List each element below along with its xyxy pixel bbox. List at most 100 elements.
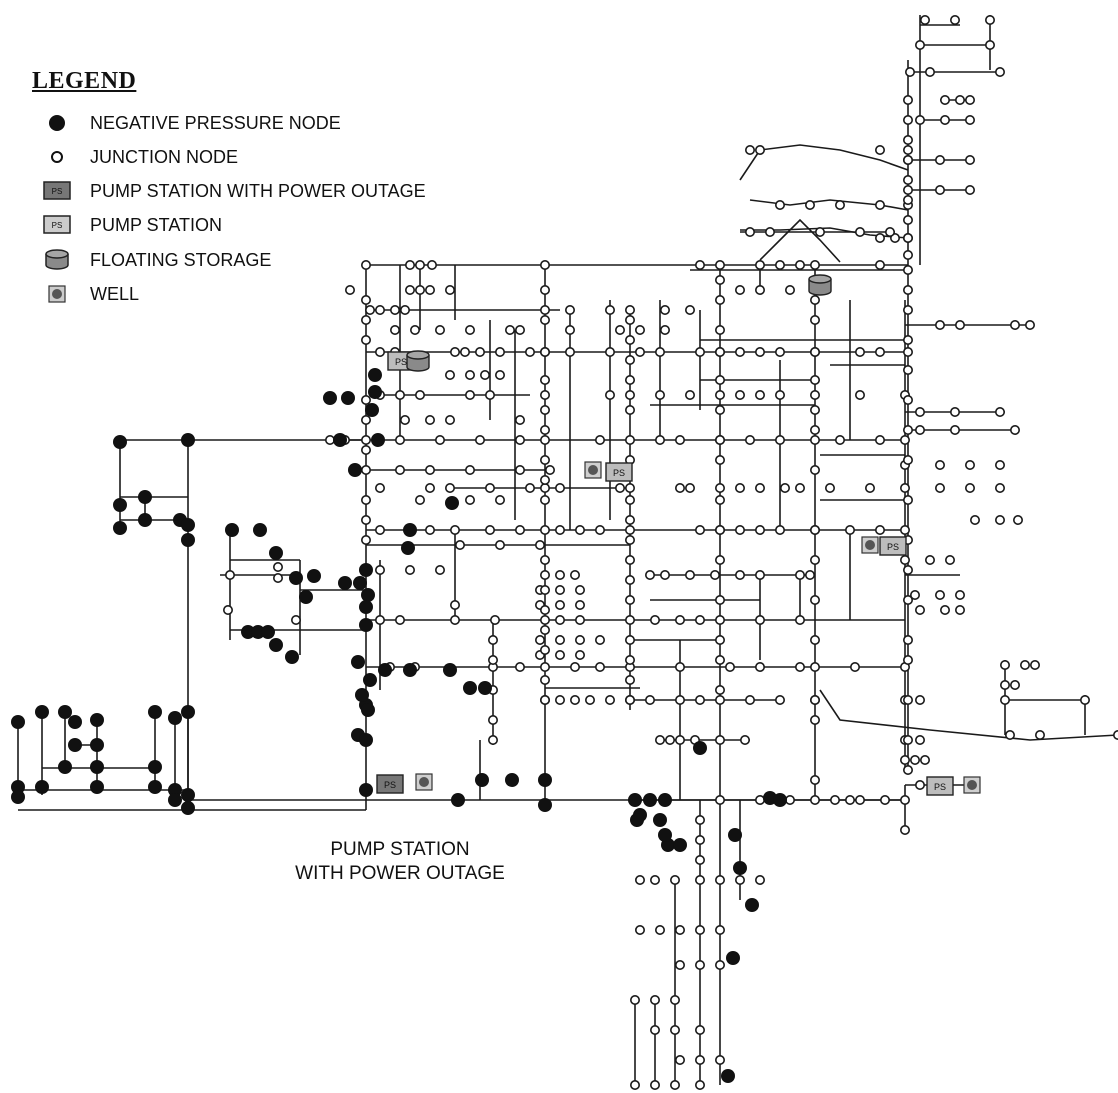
junction-node bbox=[814, 227, 825, 238]
junction-node bbox=[674, 924, 685, 935]
junction-node bbox=[684, 389, 695, 400]
negative-pressure-node bbox=[181, 533, 195, 547]
junction-node bbox=[624, 514, 635, 525]
junction-node bbox=[360, 464, 371, 475]
junction-node bbox=[864, 482, 875, 493]
junction-node bbox=[902, 454, 913, 465]
junction-node bbox=[809, 794, 820, 805]
junction-node bbox=[874, 259, 885, 270]
junction-node bbox=[902, 95, 913, 106]
junction-node bbox=[594, 524, 605, 535]
junction-node bbox=[902, 494, 913, 505]
junction-node bbox=[624, 694, 635, 705]
junction-node bbox=[1019, 659, 1030, 670]
junction-node bbox=[1113, 730, 1118, 740]
junction-node bbox=[964, 155, 975, 166]
negative-pressure-node bbox=[269, 546, 283, 560]
junction-node bbox=[919, 754, 930, 765]
junction-node bbox=[902, 364, 913, 375]
junction-node bbox=[754, 145, 765, 156]
negative-pressure-node bbox=[289, 571, 303, 585]
junction-node bbox=[539, 524, 550, 535]
legend-label: WELL bbox=[90, 283, 140, 304]
junction-node bbox=[624, 314, 635, 325]
junction-node bbox=[649, 994, 660, 1005]
ps-symbol-text: PS bbox=[52, 221, 63, 230]
junction-node bbox=[809, 554, 820, 565]
junction-node bbox=[524, 482, 535, 493]
junction-node bbox=[754, 874, 765, 885]
junction-node bbox=[899, 754, 910, 765]
negative-pressure-node bbox=[261, 625, 275, 639]
pump-station-outage-annotation: PUMP STATION WITH POWER OUTAGE bbox=[270, 838, 530, 886]
pump-station: PS bbox=[605, 462, 633, 482]
junction-node bbox=[854, 227, 865, 238]
junction-node bbox=[629, 1080, 640, 1091]
junction-node bbox=[554, 649, 565, 660]
junction-node bbox=[902, 764, 913, 775]
junction-node bbox=[444, 369, 455, 380]
junction-node bbox=[809, 404, 820, 415]
junction-node bbox=[844, 524, 855, 535]
junction-node bbox=[994, 514, 1005, 525]
junction-node bbox=[364, 304, 375, 315]
junction-node bbox=[834, 434, 845, 445]
junction-node bbox=[434, 434, 445, 445]
junction-node bbox=[944, 554, 955, 565]
junction-node bbox=[399, 414, 410, 425]
annotation-line-2: WITH POWER OUTAGE bbox=[295, 863, 505, 884]
junction-node bbox=[914, 424, 925, 435]
junction-node bbox=[514, 414, 525, 425]
junction-node bbox=[649, 1025, 660, 1036]
junction-node bbox=[714, 294, 725, 305]
negative-pressure-node bbox=[307, 569, 321, 583]
junction-node bbox=[223, 604, 234, 615]
junction-node bbox=[394, 434, 405, 445]
junction-node bbox=[624, 674, 635, 685]
negative-pressure-node bbox=[451, 793, 465, 807]
junction-node bbox=[374, 346, 385, 357]
negative-pressure-node bbox=[403, 663, 417, 677]
negative-pressure-node bbox=[359, 733, 373, 747]
negative-pressure-node bbox=[138, 490, 152, 504]
negative-pressure-node bbox=[359, 563, 373, 577]
legend-label: PUMP STATION WITH POWER OUTAGE bbox=[90, 180, 426, 201]
junction-node bbox=[784, 794, 795, 805]
ps-symbol-text: PS bbox=[52, 187, 63, 196]
junction-node bbox=[394, 614, 405, 625]
negative-pressure-node bbox=[463, 681, 477, 695]
junction-node bbox=[994, 482, 1005, 493]
junction-node bbox=[809, 294, 820, 305]
junction-node bbox=[684, 482, 695, 493]
negative-pressure-node bbox=[733, 861, 747, 875]
junction-node bbox=[949, 15, 960, 25]
junction-node bbox=[939, 115, 950, 126]
junction-node bbox=[539, 474, 550, 485]
junction-node bbox=[902, 145, 913, 156]
junction-node bbox=[1030, 659, 1041, 670]
junction-node bbox=[594, 661, 605, 672]
junction-node bbox=[809, 694, 820, 705]
junction-node bbox=[449, 524, 460, 535]
junction-node bbox=[809, 594, 820, 605]
junction-node bbox=[854, 389, 865, 400]
junction-node bbox=[714, 434, 725, 445]
junction-node bbox=[564, 304, 575, 315]
junction-node bbox=[624, 494, 635, 505]
junction-node bbox=[624, 404, 635, 415]
junction-node bbox=[694, 614, 705, 625]
junction-node bbox=[487, 654, 498, 665]
pump-station-icon: PS bbox=[40, 213, 74, 237]
junction-node bbox=[714, 654, 725, 665]
junction-node bbox=[824, 482, 835, 493]
junction-node bbox=[544, 464, 555, 475]
negative-pressure-node bbox=[90, 760, 104, 774]
junction-node bbox=[539, 424, 550, 435]
junction-node bbox=[290, 614, 301, 625]
junction-node bbox=[902, 115, 913, 126]
legend-item-well: WELL bbox=[40, 282, 139, 306]
negative-pressure-node bbox=[181, 801, 195, 815]
junction-node bbox=[539, 494, 550, 505]
junction-node bbox=[624, 434, 635, 445]
